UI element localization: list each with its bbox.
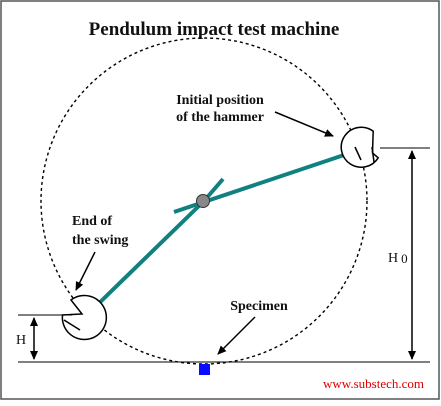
pendulum-arm-lower [90,199,206,312]
arrow-end-of-swing [75,251,96,291]
h0-label-subscript: 0 [401,251,408,266]
credit-url: www.substech.com [323,376,424,391]
specimen-icon [199,364,210,375]
diagram-title: Pendulum impact test machine [89,19,340,40]
label-specimen: Specimen [230,299,288,314]
label-initial-position-line1: Initial position [176,93,264,108]
arrow-specimen [217,316,256,355]
hammer-end-icon [61,294,108,341]
label-end-of-swing-line1: End of [72,214,112,229]
h-label: H [16,333,26,348]
label-initial-position-line2: of the hammer [176,110,264,125]
pivot-icon [196,194,210,208]
arrow-initial-position [274,111,334,137]
h0-label-main: H [388,251,398,266]
swing-path-circle [40,37,368,365]
label-end-of-swing-line2: the swing [72,233,128,248]
hammer-icon [340,126,380,168]
